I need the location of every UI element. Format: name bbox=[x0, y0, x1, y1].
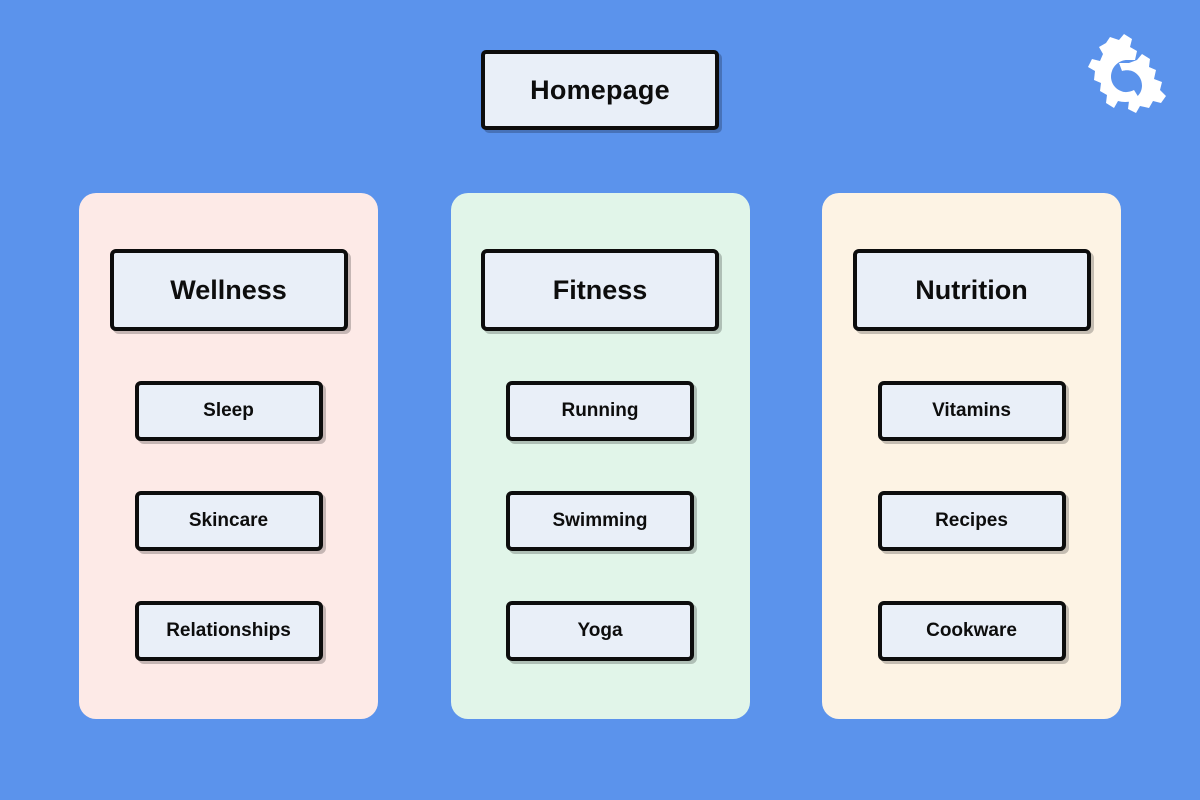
child-label-sleep: Sleep bbox=[203, 400, 254, 421]
child-node-cookware[interactable]: Cookware bbox=[877, 601, 1066, 661]
category-label-wellness: Wellness bbox=[170, 274, 287, 305]
child-node-swimming[interactable]: Swimming bbox=[506, 491, 694, 551]
child-list-wellness: Sleep Skincare Relationships bbox=[134, 381, 323, 661]
child-node-vitamins[interactable]: Vitamins bbox=[877, 381, 1066, 441]
double-gear-icon bbox=[1088, 34, 1166, 113]
child-node-relationships[interactable]: Relationships bbox=[134, 601, 323, 661]
category-node-wellness[interactable]: Wellness bbox=[109, 249, 348, 331]
child-label-vitamins: Vitamins bbox=[932, 400, 1011, 421]
category-label-fitness: Fitness bbox=[552, 274, 648, 305]
child-label-recipes: Recipes bbox=[935, 510, 1008, 531]
child-label-yoga: Yoga bbox=[577, 620, 623, 641]
child-label-swimming: Swimming bbox=[552, 510, 648, 531]
column-card-nutrition[interactable]: Nutrition Vitamins Recipes Cookware bbox=[822, 193, 1121, 719]
category-label-nutrition: Nutrition bbox=[915, 274, 1028, 305]
child-node-recipes[interactable]: Recipes bbox=[877, 491, 1066, 551]
child-label-relationships: Relationships bbox=[166, 620, 291, 641]
category-node-nutrition[interactable]: Nutrition bbox=[852, 249, 1091, 331]
child-node-running[interactable]: Running bbox=[506, 381, 694, 441]
child-node-yoga[interactable]: Yoga bbox=[506, 601, 694, 661]
child-label-cookware: Cookware bbox=[926, 620, 1017, 641]
child-node-skincare[interactable]: Skincare bbox=[134, 491, 323, 551]
root-node-homepage[interactable]: Homepage bbox=[481, 50, 719, 130]
column-card-wellness[interactable]: Wellness Sleep Skincare Relationships bbox=[79, 193, 378, 719]
root-node-label: Homepage bbox=[530, 74, 670, 105]
child-node-sleep[interactable]: Sleep bbox=[134, 381, 323, 441]
child-label-running: Running bbox=[561, 400, 639, 421]
child-list-fitness: Running Swimming Yoga bbox=[506, 381, 694, 661]
category-node-fitness[interactable]: Fitness bbox=[481, 249, 719, 331]
double-gear-logo bbox=[1072, 30, 1176, 130]
columns-container: Wellness Sleep Skincare Relationships Fi… bbox=[79, 193, 1121, 719]
child-list-nutrition: Vitamins Recipes Cookware bbox=[877, 381, 1066, 661]
child-label-skincare: Skincare bbox=[188, 510, 269, 531]
column-card-fitness[interactable]: Fitness Running Swimming Yoga bbox=[450, 193, 750, 719]
